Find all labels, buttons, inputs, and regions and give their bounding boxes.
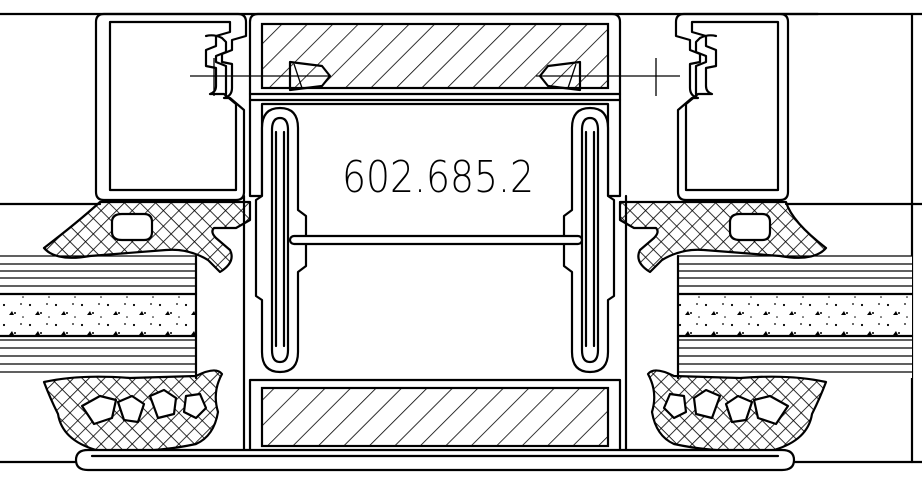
clip-profile-left <box>254 106 308 374</box>
glass-pane-left <box>0 254 198 380</box>
frame-profile-left <box>94 12 248 202</box>
glass-pane-right <box>676 254 914 380</box>
central-mullion <box>242 12 628 454</box>
lower-gasket-left <box>42 369 224 453</box>
pressure-plate <box>74 448 796 472</box>
upper-gasket-right <box>618 200 828 274</box>
upper-gasket-left <box>42 200 252 274</box>
tie-rod <box>288 234 584 246</box>
part-number-label: 602.685.2 <box>342 152 534 203</box>
lower-gasket-right <box>646 369 828 453</box>
clip-profile-right <box>562 106 616 374</box>
frame-profile-right <box>674 12 820 202</box>
